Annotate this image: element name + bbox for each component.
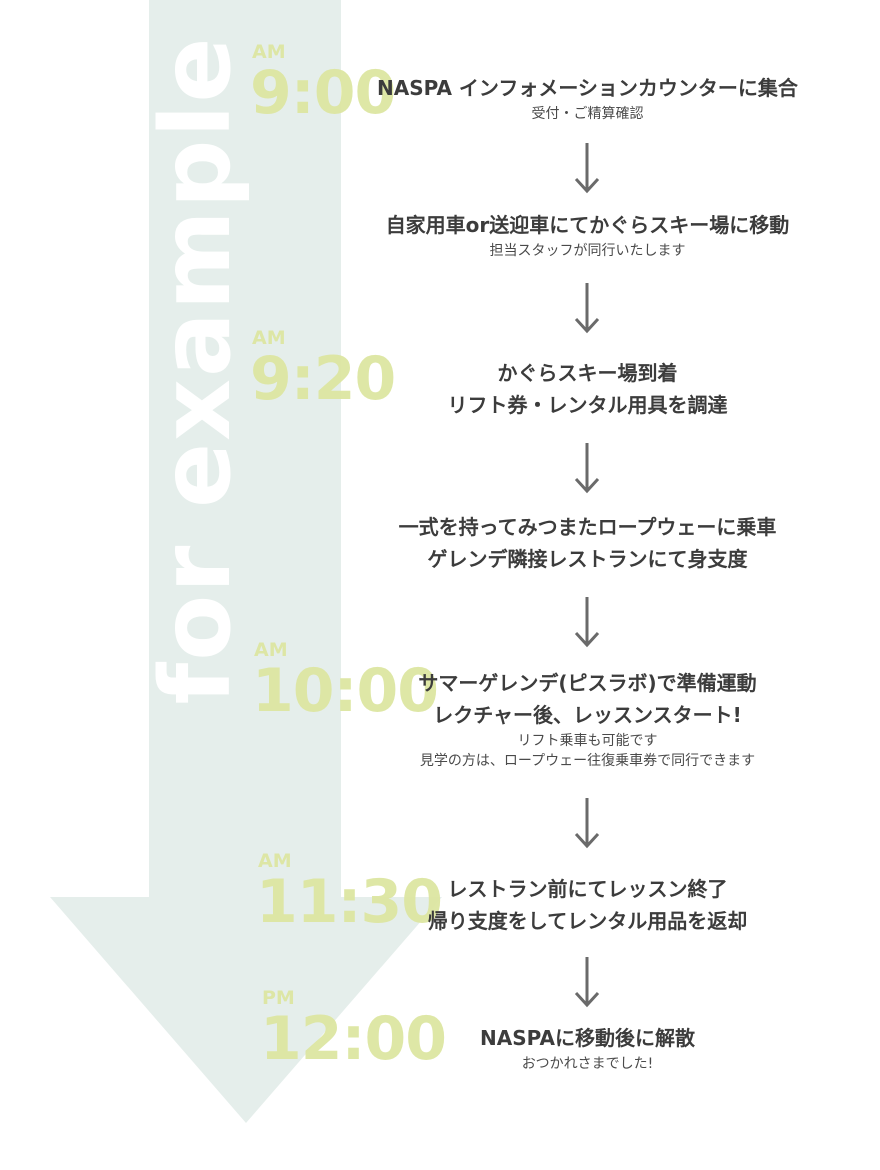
- step-title: NASPA インフォメーションカウンターに集合: [377, 76, 798, 100]
- schedule-step-5: サマーゲレンデ(ピスラボ)で準備運動 レクチャー後、レッスンスタート! リフト乗…: [355, 667, 820, 771]
- step-note: 見学の方は、ロープウェー往復乗車券で同行できます: [419, 753, 756, 769]
- ampm-label: PM: [262, 987, 295, 1009]
- ampm-label: AM: [252, 41, 286, 63]
- time-label-1200: PM 12:00: [260, 987, 447, 1074]
- for-example-label: for example: [140, 35, 252, 705]
- step-title: 自家用車or送迎車にてかぐらスキー場に移動: [385, 213, 790, 237]
- step-title: レクチャー後、レッスンスタート!: [433, 703, 742, 727]
- step-title: 一式を持ってみつまたロープウェーに乗車: [398, 515, 777, 539]
- step-title: かぐらスキー場到着: [497, 361, 678, 385]
- ampm-label: AM: [254, 639, 288, 661]
- schedule-step-4: 一式を持ってみつまたロープウェーに乗車 ゲレンデ隣接レストランにて身支度: [355, 511, 820, 575]
- step-title: リフト券・レンタル用具を調達: [447, 393, 728, 417]
- step-title: サマーゲレンデ(ピスラボ)で準備運動: [418, 671, 757, 695]
- down-arrow-icon: [574, 597, 600, 648]
- time-label-0900: AM 9:00: [250, 41, 396, 128]
- ampm-label: AM: [252, 327, 286, 349]
- step-note: 担当スタッフが同行いたします: [489, 243, 686, 259]
- schedule-step-2: 自家用車or送迎車にてかぐらスキー場に移動 担当スタッフが同行いたします: [355, 209, 820, 261]
- clock-time: 12:00: [260, 1004, 447, 1074]
- time-label-1000: AM 10:00: [252, 639, 439, 726]
- step-title: NASPAに移動後に解散: [480, 1026, 695, 1050]
- step-title: レストラン前にてレッスン終了: [447, 877, 728, 901]
- time-label-1130: AM 11:30: [256, 850, 443, 937]
- time-label-0920: AM 9:20: [250, 327, 396, 414]
- schedule-step-7: NASPAに移動後に解散 おつかれさまでした!: [355, 1022, 820, 1074]
- ampm-label: AM: [258, 850, 292, 872]
- down-arrow-icon: [574, 957, 600, 1008]
- clock-time: 9:00: [250, 58, 396, 128]
- step-title: 帰り支度をしてレンタル用品を返却: [427, 909, 748, 933]
- clock-time: 9:20: [250, 344, 396, 414]
- step-note: おつかれさまでした!: [521, 1056, 654, 1072]
- step-title: ゲレンデ隣接レストランにて身支度: [427, 547, 748, 571]
- clock-time: 11:30: [256, 867, 443, 937]
- clock-time: 10:00: [252, 656, 439, 726]
- down-arrow-icon: [574, 283, 600, 334]
- step-note: 受付・ご精算確認: [531, 106, 644, 122]
- schedule-step-1: NASPA インフォメーションカウンターに集合 受付・ご精算確認: [355, 72, 820, 124]
- step-note: リフト乗車も可能です: [517, 733, 658, 749]
- down-arrow-icon: [574, 443, 600, 494]
- schedule-step-6: レストラン前にてレッスン終了 帰り支度をしてレンタル用品を返却: [355, 873, 820, 937]
- down-arrow-icon: [574, 143, 600, 194]
- down-arrow-icon: [574, 798, 600, 849]
- schedule-step-3: かぐらスキー場到着 リフト券・レンタル用具を調達: [355, 357, 820, 421]
